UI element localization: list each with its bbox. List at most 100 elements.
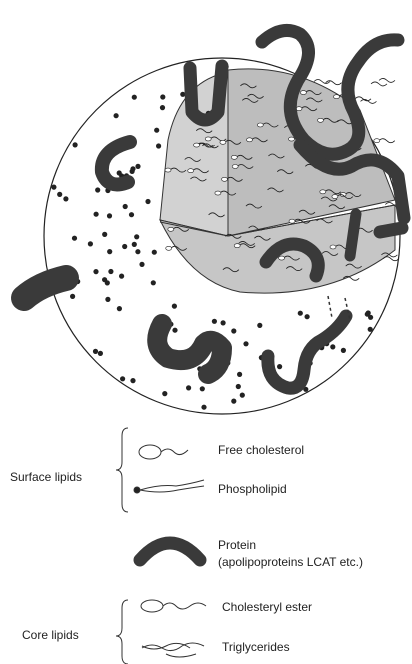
lipid-dot — [154, 128, 159, 133]
lipid-dot — [107, 249, 112, 254]
lipid-chain — [371, 82, 387, 86]
lipid-head — [194, 143, 200, 147]
lipid-dot — [160, 94, 165, 99]
lipid-dot — [94, 212, 99, 217]
lipid-dot — [200, 386, 205, 391]
lipid-dot — [93, 269, 98, 274]
lipid-dot — [240, 393, 245, 398]
lipid-head — [232, 165, 238, 169]
lipid-dot — [70, 294, 75, 299]
lipid-dot — [221, 320, 226, 325]
lipid-dot — [117, 170, 122, 175]
phospholipid-label: Phospholipid — [218, 482, 287, 496]
protein-legend-icon — [140, 543, 200, 560]
lipid-head — [279, 256, 285, 260]
lipid-dot — [139, 262, 144, 267]
lipid-dot — [119, 274, 124, 279]
protein-label: Protein — [218, 538, 256, 552]
lipid-dot — [88, 241, 93, 246]
lipid-dot — [95, 187, 100, 192]
lipid-head — [247, 138, 253, 142]
core-lipids-label: Core lipids — [22, 628, 79, 642]
lipid-dot — [130, 378, 135, 383]
protein-subtitle: (apolipoproteins LCAT etc.) — [218, 555, 363, 569]
lipid-dot — [105, 280, 110, 285]
lipid-dot — [107, 213, 112, 218]
lipid-dot — [135, 249, 140, 254]
lipid-dot — [105, 297, 110, 302]
lipid-head — [289, 137, 295, 141]
lipid-dot — [156, 143, 161, 148]
cholesteryl-ester-icon — [141, 600, 206, 612]
lipid-head — [330, 245, 336, 249]
protein-right-stub — [350, 214, 356, 256]
lipid-dot — [108, 269, 113, 274]
lipid-head — [231, 155, 237, 159]
lipid-head — [166, 246, 172, 250]
lipid-dot — [132, 242, 137, 247]
lipid-dot — [172, 328, 177, 333]
surface-bracket-icon — [116, 428, 128, 512]
lipid-dot — [72, 236, 77, 241]
phospholipid-icon — [134, 480, 204, 493]
lipid-head — [374, 139, 380, 143]
lipid-dot — [243, 341, 248, 346]
lipid-dot — [57, 192, 62, 197]
lipid-dot — [162, 391, 167, 396]
lipid-head — [320, 190, 326, 194]
lipid-head — [215, 191, 221, 195]
lipid-dot — [145, 199, 150, 204]
free-cholesterol-icon — [139, 445, 188, 459]
lipid-dot — [152, 250, 157, 255]
lipid-chain — [379, 78, 395, 82]
lipid-dot — [93, 349, 98, 354]
lipid-head — [168, 227, 174, 231]
lipid-dot — [298, 311, 303, 316]
lipid-dot — [132, 95, 137, 100]
legend-icons — [116, 428, 206, 664]
lipid-head — [188, 169, 194, 173]
lipid-head — [257, 123, 263, 127]
lipid-dot — [135, 164, 140, 169]
lipid-dot — [330, 344, 335, 349]
lipid-dot — [236, 384, 241, 389]
lipid-dot — [51, 185, 56, 190]
lipid-dot — [257, 323, 262, 328]
lipid-dot — [212, 319, 217, 324]
lipid-dot — [130, 169, 135, 174]
lipid-dot — [160, 105, 165, 110]
lipid-dot — [277, 364, 282, 369]
lipid-head — [234, 244, 240, 248]
lipid-chain — [355, 97, 371, 101]
lipid-dot — [63, 196, 68, 201]
lipid-dot — [120, 376, 125, 381]
lipid-dot — [366, 310, 371, 315]
lipid-head — [332, 195, 338, 199]
lipid-head — [165, 168, 171, 172]
lipid-dot — [122, 244, 127, 249]
lipid-dot — [73, 142, 78, 147]
core-bracket-icon — [116, 600, 128, 664]
lipid-dot — [231, 399, 236, 404]
lipid-head — [300, 91, 306, 95]
triglycerides-label: Triglycerides — [222, 640, 290, 654]
lipid-head — [334, 95, 340, 99]
lipid-dot — [117, 306, 122, 311]
surface-lipids-label: Surface lipids — [10, 470, 82, 484]
lipid-dot — [231, 328, 236, 333]
cholesteryl-ester-label: Cholesteryl ester — [222, 600, 312, 614]
lipid-dot — [129, 212, 134, 217]
lipid-head — [220, 140, 226, 144]
lipid-dot — [151, 280, 156, 285]
lipid-head — [222, 177, 228, 181]
protein-right-hook — [380, 228, 402, 232]
triglycerides-icon — [142, 643, 204, 657]
lipid-dot — [368, 327, 373, 332]
free-cholesterol-label: Free cholesterol — [218, 443, 304, 457]
lipid-dot — [134, 234, 139, 239]
lipid-dot — [114, 113, 119, 118]
lipid-head — [289, 219, 295, 223]
lipid-chain — [361, 99, 377, 103]
lipid-dot — [102, 232, 107, 237]
